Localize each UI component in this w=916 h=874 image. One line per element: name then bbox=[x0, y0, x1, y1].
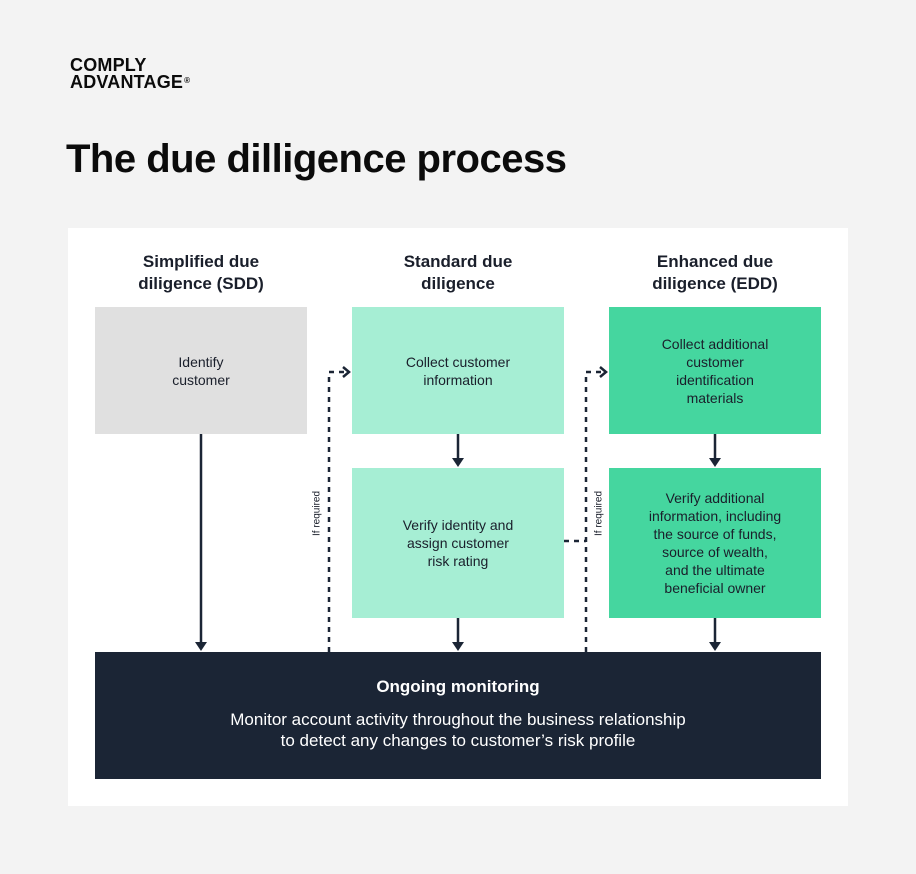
box-verify-identity-risk-rating: Verify identity and assign customer risk… bbox=[352, 468, 564, 618]
column-heading-sdd-line-1: Simplified due bbox=[142, 252, 260, 271]
chevron-arrowhead bbox=[342, 366, 351, 378]
box-text-line: Verify identity and bbox=[402, 517, 514, 533]
box-text-line: Collect customer bbox=[405, 353, 511, 370]
arrowhead bbox=[195, 642, 207, 651]
monitoring-description: Monitor account activity throughout the … bbox=[95, 709, 821, 751]
chevron-arrowhead bbox=[599, 366, 608, 378]
column-heading-standard: Standard due diligence bbox=[348, 251, 568, 295]
dashed-connector-standard-to-edd bbox=[584, 370, 601, 652]
monitoring-text-line-2: to detect any changes to customer’s risk… bbox=[280, 731, 636, 750]
box-identify-customer: Identify customer bbox=[95, 307, 307, 434]
monitoring-title: Ongoing monitoring bbox=[376, 677, 540, 696]
column-heading-edd: Enhanced due diligence (EDD) bbox=[605, 251, 825, 295]
ongoing-monitoring-box: Ongoing monitoring Monitor account activ… bbox=[95, 652, 821, 779]
column-heading-sdd: Simplified due diligence (SDD) bbox=[91, 251, 311, 295]
arrowhead bbox=[452, 458, 464, 467]
box-text-line: Identify bbox=[178, 353, 224, 370]
box-text-line: assign customer bbox=[407, 535, 509, 551]
box-text-line: identification bbox=[676, 371, 754, 388]
arrowhead bbox=[709, 458, 721, 467]
box-verify-additional-information: Verify additional information, including… bbox=[609, 468, 821, 618]
box-text-line: materials bbox=[686, 389, 744, 406]
box-collect-additional-materials: Collect additional customer identificati… bbox=[609, 307, 821, 434]
column-heading-sdd-line-2: diligence (SDD) bbox=[138, 274, 264, 293]
box-text-line: customer bbox=[172, 371, 230, 388]
page-title: The due dilligence process bbox=[66, 137, 567, 181]
dashed-connector-sdd-to-standard bbox=[327, 370, 344, 652]
if-required-label-right: If required bbox=[593, 490, 605, 537]
arrowhead bbox=[452, 642, 464, 651]
box-text-line: information bbox=[423, 371, 493, 388]
box-collect-customer-information: Collect customer information bbox=[352, 307, 564, 434]
arrowhead bbox=[709, 642, 721, 651]
column-heading-edd-line-1: Enhanced due bbox=[656, 252, 774, 271]
column-heading-standard-line-1: Standard due bbox=[403, 252, 513, 271]
brand-line-1: COMPLY bbox=[70, 55, 147, 75]
box-text-line: risk rating bbox=[427, 553, 489, 569]
box-text-line: and the ultimate bbox=[665, 562, 765, 578]
box-text-line: the source of funds, bbox=[653, 526, 777, 542]
box-text-line: Verify additional bbox=[665, 490, 765, 506]
column-heading-standard-line-2: diligence bbox=[421, 274, 495, 293]
monitoring-text-line-1: Monitor account activity throughout the … bbox=[230, 710, 686, 729]
if-required-label-left: If required bbox=[311, 490, 323, 537]
box-text-line: information, including bbox=[648, 508, 782, 524]
box-text-line: source of wealth, bbox=[662, 544, 768, 560]
brand-line-2: ADVANTAGE bbox=[70, 72, 184, 92]
registered-mark: ® bbox=[184, 76, 191, 85]
box-text-line: customer bbox=[686, 353, 744, 370]
brand-logo: COMPLY ADVANTAGE® bbox=[70, 55, 191, 92]
column-heading-edd-line-2: diligence (EDD) bbox=[652, 274, 778, 293]
box-text-line: Collect additional bbox=[661, 335, 769, 352]
box-text-line: beneficial owner bbox=[664, 580, 766, 596]
